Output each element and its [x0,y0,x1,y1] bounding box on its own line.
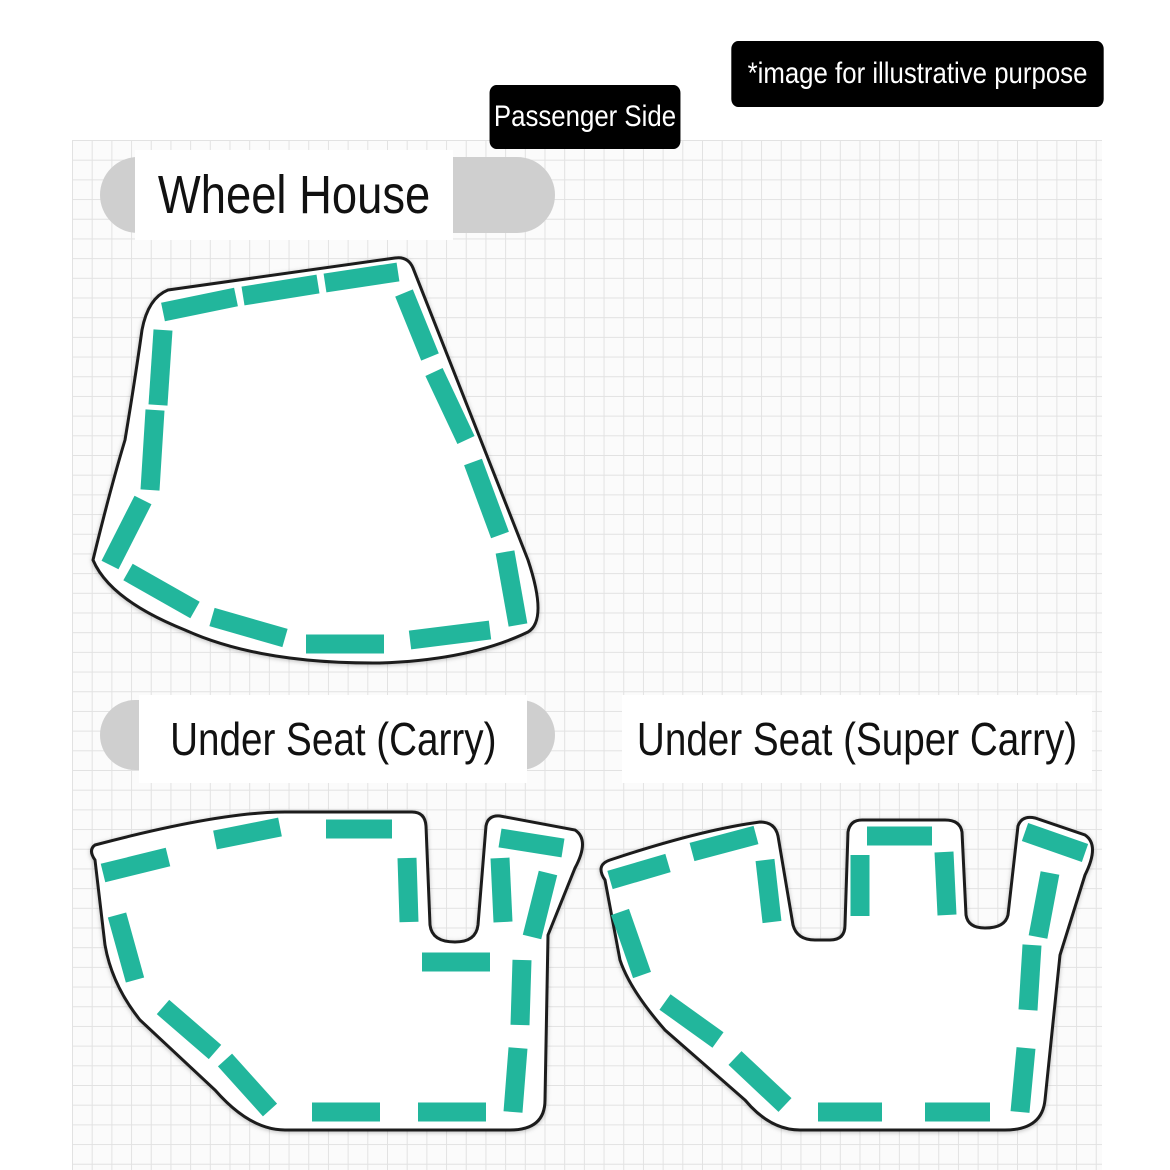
under-seat-super-carry-outline [599,815,1094,1132]
trim-segment [490,857,513,923]
under-seat-carry-mat [90,810,584,1132]
trim-segment [209,607,288,648]
trim-segment [101,495,152,570]
under-seat-super-carry-label: Under Seat (Super Carry) [622,695,1092,783]
trim-segment [495,550,528,627]
trim-segment [217,1053,278,1117]
trim-segment [213,817,282,850]
trim-segment [397,857,419,923]
trim-segment [395,289,439,361]
wheel-house-label-text: Wheel House [157,165,431,225]
under-seat-super-carry-mat [599,815,1094,1132]
trim-segment [1018,944,1042,1011]
trim-segment [148,329,173,406]
trim-segment [1010,1047,1036,1113]
trim-segment [659,994,724,1048]
under-seat-carry-label: Under Seat (Carry) [139,695,527,783]
trim-segment [140,409,165,491]
trim-segment [100,847,171,883]
trim-segment [1021,823,1089,862]
trim-segment [934,851,957,916]
under-seat-super-carry-label-text: Under Seat (Super Carry) [636,713,1078,765]
wheel-house-label: Wheel House [135,150,453,240]
under-seat-carry-trim [100,817,565,1122]
passenger-side-text: Passenger Side [493,100,677,133]
trim-segment [123,563,200,619]
trim-segment [425,367,475,445]
wheel-house-mat [91,256,540,665]
illustrative-note-tag: *image for illustrative purpose [731,41,1104,107]
trim-segment [156,999,222,1060]
trim-segment [1028,871,1060,939]
trim-segment [464,458,509,539]
trim-segment [522,870,558,940]
trim-segment [755,858,782,924]
under-seat-super-carry-trim [607,823,1089,1122]
trim-segment [689,825,759,862]
trim-segment [728,1051,792,1112]
trim-segment [498,828,565,858]
trim-segment [510,959,532,1026]
wheel-house-trim [101,262,528,654]
trim-segment [107,912,145,983]
trim-segment [607,853,671,890]
trim-segment [161,287,238,322]
trim-segment [503,1047,528,1113]
wheel-house-outline [91,256,540,665]
under-seat-carry-label-text: Under Seat (Carry) [169,713,497,765]
trim-segment [323,262,400,293]
illustrative-note-text: *image for illustrative purpose [747,57,1088,90]
trim-segment [241,274,320,306]
passenger-side-tag: Passenger Side [489,85,681,149]
trim-segment [408,620,492,650]
trim-segment [611,908,651,979]
